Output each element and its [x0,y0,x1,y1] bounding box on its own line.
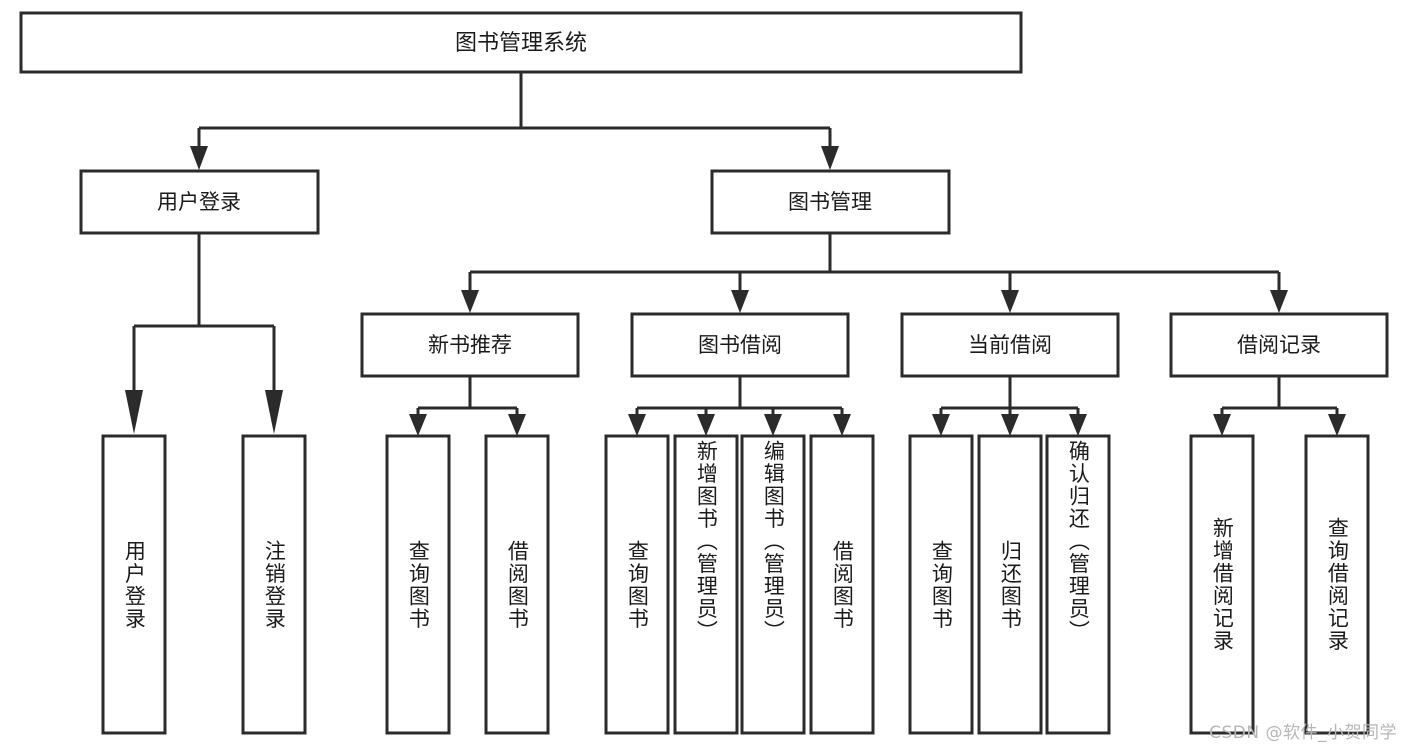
arrow-head-leaf-query-book-2 [628,414,646,436]
leaf-query-book-2-box[interactable] [604,434,670,735]
node-current-borrow[interactable]: 当前借阅 [900,312,1120,378]
arrow-head-leaf-logout [265,390,283,434]
leaf-borrow-book-2-box[interactable] [809,434,875,735]
leaf-edit-book-box[interactable] [740,434,806,735]
leaf-user-login-box[interactable] [101,434,167,735]
node-book-borrow[interactable]: 图书借阅 [630,312,850,378]
node-current-borrow-label: 当前借阅 [968,333,1052,357]
leaf-add-record-box[interactable] [1189,434,1255,735]
node-root-box[interactable] [19,11,1023,74]
arrow-head-current-borrow [1001,290,1019,313]
arrow-head-leaf-borrow-book-2 [833,414,851,436]
node-book-borrow-box[interactable] [630,312,850,378]
arrow-head-leaf-add-record [1213,414,1231,436]
arrow-head-borrow-record [1270,290,1288,313]
leaf-add-book-box[interactable] [673,434,739,735]
node-user-login-label: 用户登录 [157,190,241,214]
node-new-book-recommend-label: 新书推荐 [428,333,512,357]
arrow-head-leaf-query-book-1 [409,414,427,436]
arrow-head-book-manage [821,146,839,170]
arrow-head-new-book-recommend [461,290,479,313]
arrow-head-leaf-confirm-return [1069,414,1087,436]
node-user-login-box[interactable] [79,169,320,235]
leaf-confirm-return-box[interactable] [1045,434,1111,735]
connector-group [125,72,1346,436]
leaf-return-book-box[interactable] [977,434,1043,735]
node-root[interactable]: 图书管理系统 [19,11,1023,74]
arrow-head-leaf-return-book [1001,414,1019,436]
leaf-borrow-book-1-box[interactable] [484,434,550,735]
node-user-login[interactable]: 用户登录 [79,169,320,235]
leaf-query-record-box[interactable] [1304,434,1370,735]
arrow-head-leaf-query-record [1328,414,1346,436]
leaf-query-book-3-box[interactable] [908,434,974,735]
arrow-head-leaf-query-book-3 [932,414,950,436]
arrow-head-leaf-edit-book [764,414,782,436]
node-root-label: 图书管理系统 [455,31,587,56]
node-book-borrow-label: 图书借阅 [698,333,782,357]
arrow-head-user-login [190,146,208,170]
node-book-manage[interactable]: 图书管理 [710,169,951,235]
arrow-head-leaf-user-login [125,390,143,434]
arrow-head-leaf-borrow-book-1 [508,414,526,436]
node-current-borrow-box[interactable] [900,312,1120,378]
node-new-book-recommend-box[interactable] [360,312,580,378]
watermark-text: CSDN @软件_小贺同学 [1209,723,1397,743]
leaf-box-group [101,434,1370,735]
node-book-manage-box[interactable] [710,169,951,235]
node-borrow-record-label: 借阅记录 [1237,333,1321,357]
node-borrow-record-box[interactable] [1169,312,1389,378]
node-new-book-recommend[interactable]: 新书推荐 [360,312,580,378]
arrow-head-book-borrow [731,290,749,313]
node-borrow-record[interactable]: 借阅记录 [1169,312,1389,378]
leaf-query-book-1-box[interactable] [385,434,451,735]
leaf-logout-box[interactable] [241,434,307,735]
node-book-manage-label: 图书管理 [788,190,872,214]
arrow-head-leaf-add-book [697,414,715,436]
